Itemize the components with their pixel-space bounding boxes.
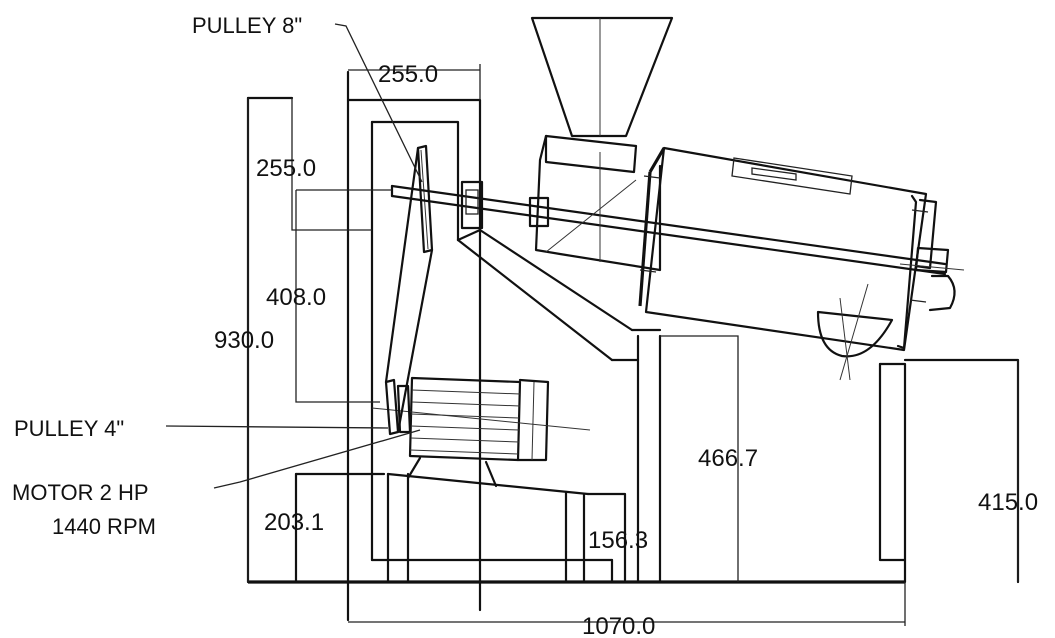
motor-base [294,472,627,584]
dim-pulley-centers: 408.0 [266,284,326,311]
leader-lines [165,23,423,489]
pulley-4-label: PULLEY 4" [14,416,124,441]
dim-upper-offset: 255.0 [256,155,316,182]
motor-rpm-label: 1440 RPM [52,514,156,539]
dim-step-height: 156.3 [588,527,648,554]
motor-hp-label: MOTOR 2 HP [12,480,149,505]
motor [371,376,591,488]
pulley-8-label: PULLEY 8" [192,13,302,38]
hopper [530,16,674,272]
press-cylinder [638,146,965,381]
main-shaft [390,180,947,276]
dim-right-leg-height: 415.0 [978,489,1038,516]
dim-motor-base-height: 203.1 [264,509,324,536]
dim-support-height: 466.7 [698,445,758,472]
dimension-lines [247,64,1019,626]
dim-overall-height: 930.0 [214,327,274,354]
annotations: PULLEY 8" PULLEY 4" MOTOR 2 HP 1440 RPM … [12,13,1038,638]
dim-overall-length: 1070.0 [582,613,655,638]
dim-frame-top-width: 255.0 [378,61,438,88]
belt-drive [384,144,434,436]
